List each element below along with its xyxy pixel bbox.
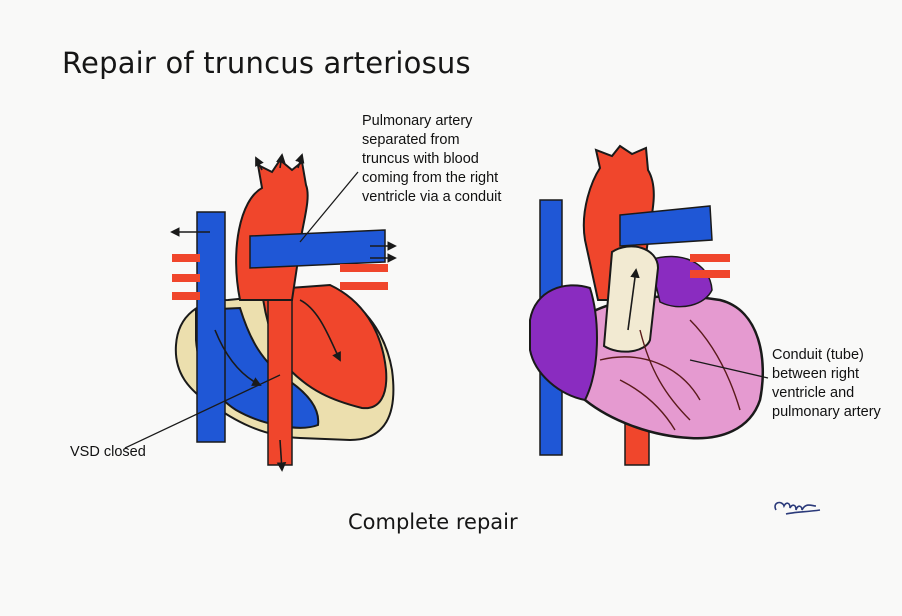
pulmonary-artery-left [250,230,385,268]
conduit-label: Conduit (tube) between right ventricle a… [772,346,881,422]
diagram-subtitle: Complete repair [348,510,518,534]
left-atrium [650,257,712,307]
aortic-arch [236,160,308,300]
vsd-label: VSD closed [70,443,146,462]
conduit-tube [604,246,658,351]
right-heart-exterior [530,146,763,465]
pulmonary-artery-label: Pulmonary artery separated from truncus … [362,112,501,207]
signature-mark [775,503,820,514]
